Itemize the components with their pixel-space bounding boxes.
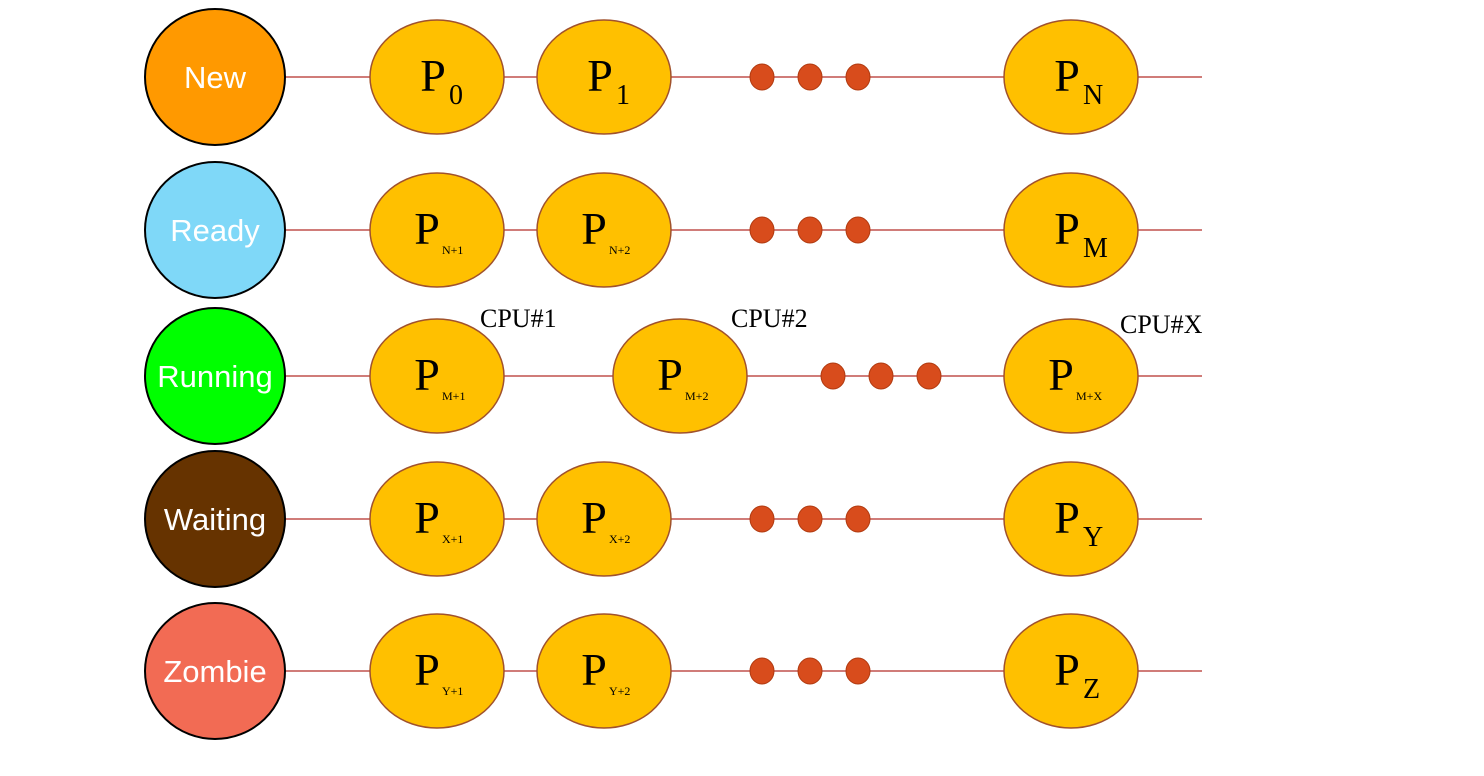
process-label: P <box>414 349 440 400</box>
state-node <box>144 450 286 588</box>
state-label: Ready <box>170 213 260 248</box>
ellipsis-dot <box>916 362 942 390</box>
process-subscript: 1 <box>616 80 630 111</box>
process-ellipse <box>1003 461 1139 577</box>
process-label: P <box>587 50 613 101</box>
ellipsis-dot <box>749 63 775 91</box>
process-ellipse <box>1003 19 1139 135</box>
process-label: P <box>414 203 440 254</box>
process-label: P <box>581 203 607 254</box>
state-label: Zombie <box>163 654 266 689</box>
state-node <box>144 8 286 146</box>
ellipsis-dot <box>797 657 823 685</box>
process-label: P <box>581 492 607 543</box>
state-label: Running <box>157 359 272 394</box>
process-ellipse <box>369 19 505 135</box>
process-label: P <box>1054 644 1080 695</box>
process-subscript: Y <box>1083 522 1103 553</box>
ellipsis-dot <box>868 362 894 390</box>
process-subscript: N <box>1083 80 1103 111</box>
cpu-label: CPU#2 <box>731 304 808 333</box>
process-ellipse <box>1003 613 1139 729</box>
process-subscript: X+1 <box>442 532 463 546</box>
process-ellipse <box>369 461 505 577</box>
process-label: P <box>1054 203 1080 254</box>
ellipsis-dot <box>845 505 871 533</box>
process-label: P <box>420 50 446 101</box>
ellipsis-dot <box>749 657 775 685</box>
ellipsis-dot <box>820 362 846 390</box>
process-label: P <box>1054 492 1080 543</box>
process-subscript: M+1 <box>442 389 465 403</box>
ellipsis-dot <box>749 216 775 244</box>
ellipsis-dot <box>845 63 871 91</box>
state-node <box>144 602 286 740</box>
ellipsis-dot <box>797 216 823 244</box>
state-node <box>144 307 286 445</box>
process-label: P <box>1054 50 1080 101</box>
cpu-label: CPU#X <box>1120 310 1203 339</box>
process-subscript: 0 <box>449 80 463 111</box>
ellipsis-dot <box>845 216 871 244</box>
process-ellipse <box>536 461 672 577</box>
ellipsis-dot <box>797 505 823 533</box>
process-ellipse <box>536 172 672 288</box>
ellipsis-dot <box>797 63 823 91</box>
process-subscript: X+2 <box>609 532 630 546</box>
cpu-label: CPU#1 <box>480 304 557 333</box>
process-ellipse <box>612 318 748 434</box>
process-subscript: Z <box>1083 674 1100 705</box>
process-subscript: M+2 <box>685 389 708 403</box>
state-node <box>144 161 286 299</box>
ellipsis-dot <box>749 505 775 533</box>
process-ellipse <box>536 19 672 135</box>
process-subscript: Y+2 <box>609 684 630 698</box>
process-label: P <box>414 644 440 695</box>
process-ellipse <box>1003 318 1139 434</box>
process-label: P <box>581 644 607 695</box>
process-ellipse <box>369 318 505 434</box>
process-label: P <box>657 349 683 400</box>
state-label: New <box>184 60 247 95</box>
process-subscript: Y+1 <box>442 684 463 698</box>
process-label: P <box>1048 349 1074 400</box>
process-subscript: N+2 <box>609 243 630 257</box>
process-subscript: N+1 <box>442 243 463 257</box>
process-subscript: M <box>1083 233 1108 264</box>
process-ellipse <box>1003 172 1139 288</box>
process-subscript: M+X <box>1076 389 1102 403</box>
process-label: P <box>414 492 440 543</box>
process-ellipse <box>369 172 505 288</box>
process-ellipse <box>536 613 672 729</box>
state-label: Waiting <box>164 502 266 537</box>
process-ellipse <box>369 613 505 729</box>
ellipsis-dot <box>845 657 871 685</box>
